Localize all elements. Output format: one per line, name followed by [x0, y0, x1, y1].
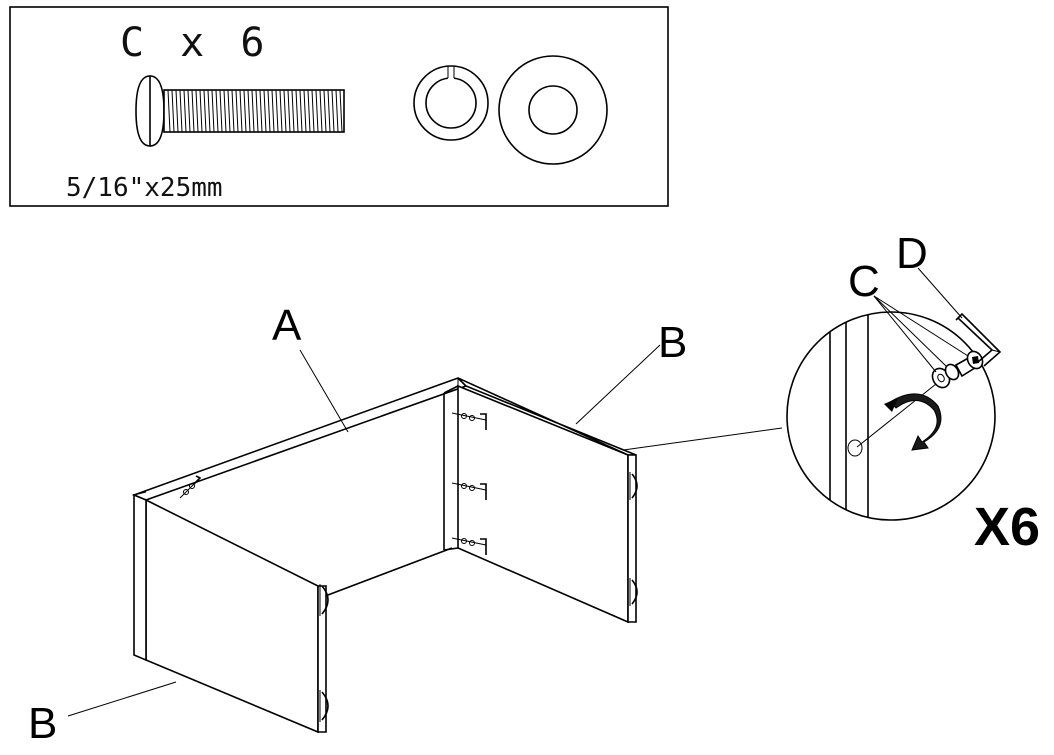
handle-cutout [631, 579, 638, 605]
leader-d [917, 267, 963, 319]
label-b-right: B [658, 318, 687, 367]
handle-cutout [631, 473, 638, 499]
leader-b-right [575, 344, 661, 425]
panel-b-left [133, 491, 329, 734]
bolt-set-upper [451, 412, 487, 430]
hardware-box-frame [9, 6, 669, 207]
hardware-title: C x 6 [120, 20, 270, 66]
bolt-icon [135, 75, 345, 147]
cabinet-assembly [131, 377, 783, 734]
bolt-set-lower [451, 537, 487, 555]
leader-c [873, 295, 937, 373]
hardware-size-label: 5/16"x25mm [66, 173, 223, 203]
bolt-hole [847, 439, 863, 457]
label-d: D [896, 229, 928, 278]
allen-key-icon [955, 312, 1002, 367]
label-c: C [848, 257, 880, 306]
callout-labels: A B B [28, 301, 687, 748]
flat-washer-icon [498, 55, 608, 165]
zoom-detail: C D X6 [786, 229, 1040, 557]
label-a: A [272, 301, 302, 350]
handle-cutout [321, 691, 329, 721]
panel-b-right [443, 377, 638, 624]
handle-cutout [321, 585, 329, 615]
lock-washer-icon [413, 65, 489, 141]
rotate-arrow-icon [884, 393, 942, 451]
bolt-set-middle [451, 482, 487, 500]
hardware-box: C x 6 5/16"x25mm [9, 6, 669, 207]
leader-a [299, 349, 349, 433]
zoom-circle [786, 311, 996, 521]
label-b-left: B [28, 699, 57, 748]
bolt-stack-icon [931, 350, 984, 389]
repeat-count-label: X6 [974, 497, 1040, 557]
bolt-set-left-top [179, 475, 202, 499]
leader-b-left [67, 681, 177, 717]
